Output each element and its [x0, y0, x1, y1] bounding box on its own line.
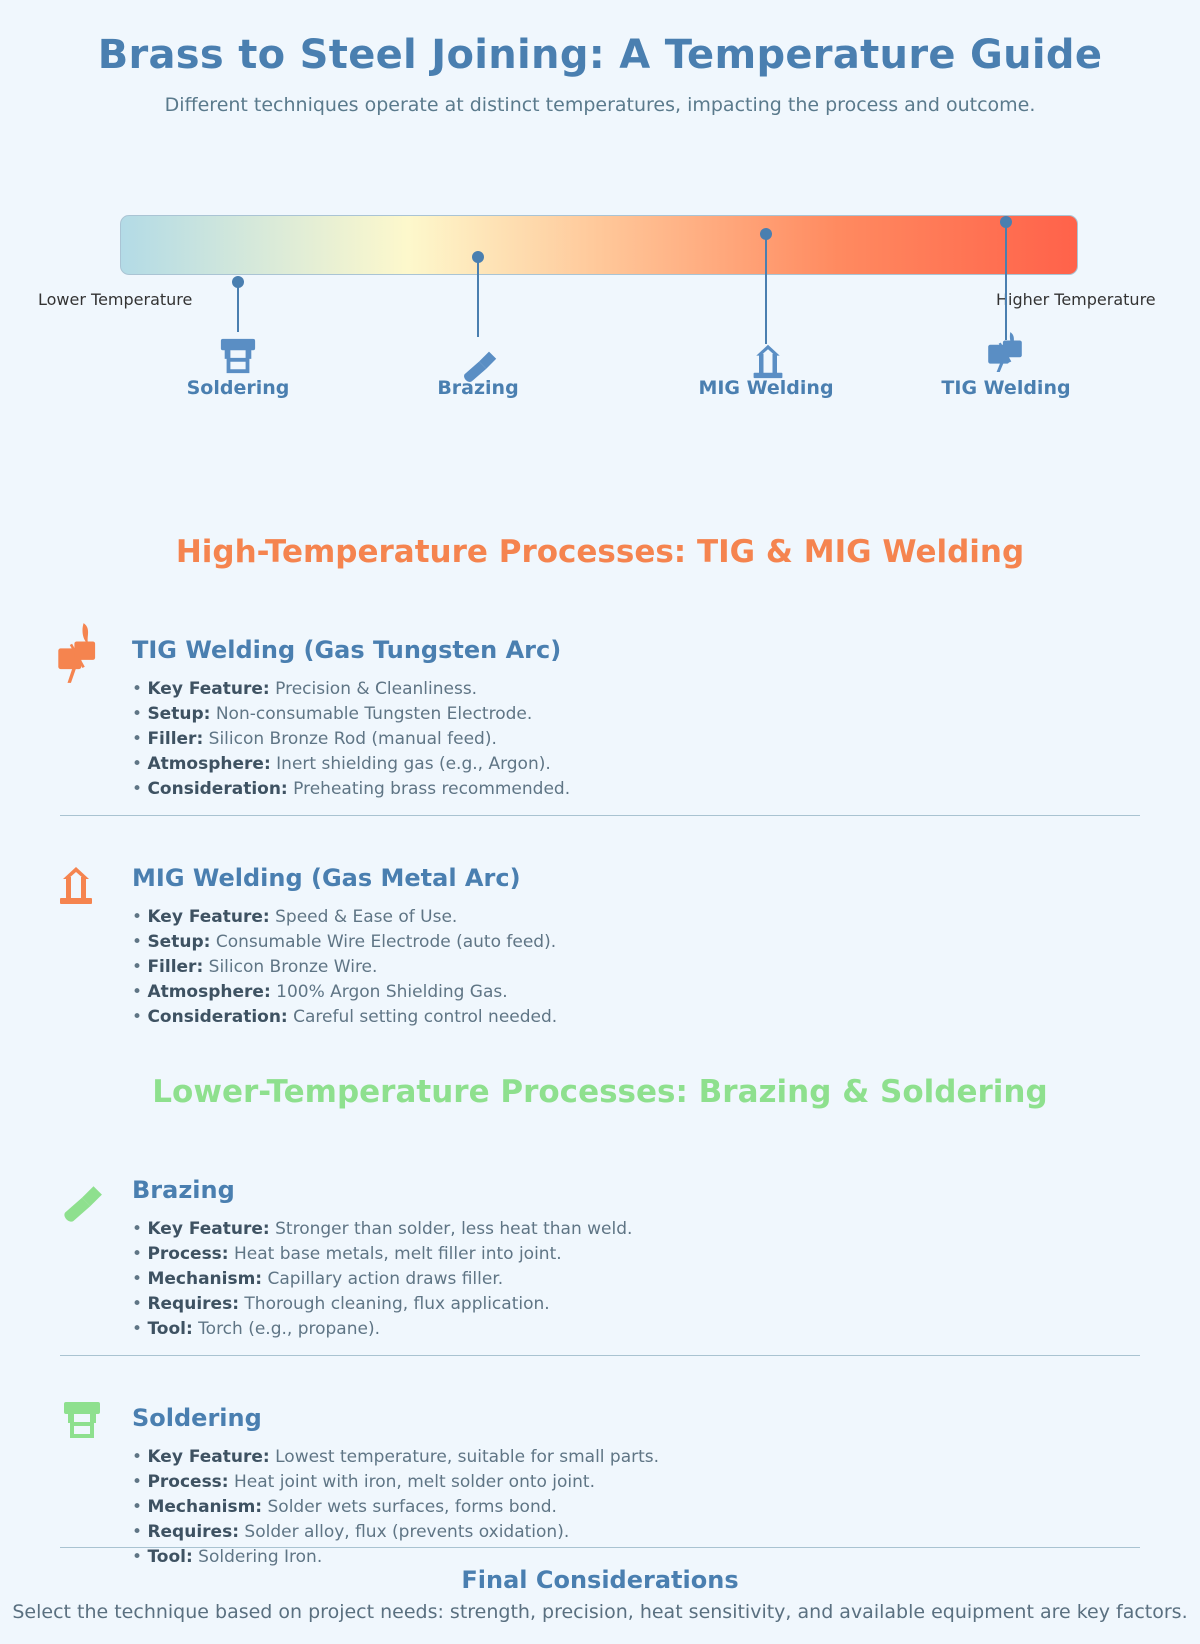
mig-detail-list: Key Feature: Speed & Ease of Use. Setup:…: [132, 905, 557, 1030]
mig-marker-stem: [765, 234, 767, 344]
final-considerations-title: Final Considerations: [461, 1566, 739, 1594]
tig-spark-icon: [58, 623, 96, 683]
list-item: Requires: Solder alloy, flux (prevents o…: [132, 1520, 659, 1545]
tig-marker-stem: [1005, 222, 1007, 340]
list-item: Mechanism: Solder wets surfaces, forms b…: [132, 1495, 659, 1520]
soldering-card-title: Soldering: [132, 1404, 262, 1432]
card-divider: [60, 815, 1140, 816]
mig-torch-icon: [56, 862, 96, 908]
soldering-marker-stem: [237, 282, 239, 332]
list-item: Consideration: Careful setting control n…: [132, 1005, 557, 1030]
list-item: Tool: Torch (e.g., propane).: [132, 1317, 632, 1342]
final-considerations-text: Select the technique based on project ne…: [12, 1601, 1188, 1623]
list-item: Atmosphere: Inert shielding gas (e.g., A…: [132, 752, 570, 777]
list-item: Atmosphere: 100% Argon Shielding Gas.: [132, 980, 557, 1005]
list-item: Filler: Silicon Bronze Rod (manual feed)…: [132, 727, 570, 752]
brazing-detail-list: Key Feature: Stronger than solder, less …: [132, 1217, 632, 1342]
tig-detail-list: Key Feature: Precision & Cleanliness. Se…: [132, 677, 570, 802]
scale-label-soldering: Soldering: [186, 377, 290, 399]
list-item: Process: Heat joint with iron, melt sold…: [132, 1470, 659, 1495]
temperature-gradient-bar: [120, 215, 1078, 275]
soldering-detail-list: Key Feature: Lowest temperature, suitabl…: [132, 1445, 659, 1570]
soldering-iron-icon: [62, 1400, 102, 1440]
page-subtitle: Different techniques operate at distinct…: [164, 94, 1036, 116]
final-divider: [60, 1547, 1140, 1548]
list-item: Key Feature: Stronger than solder, less …: [132, 1217, 632, 1242]
scale-label-mig-welding: MIG Welding: [698, 377, 834, 399]
torch-icon: [62, 1182, 104, 1224]
list-item: Filler: Silicon Bronze Wire.: [132, 955, 557, 980]
list-item: Mechanism: Capillary action draws filler…: [132, 1267, 632, 1292]
list-item: Requires: Thorough cleaning, flux applic…: [132, 1292, 632, 1317]
list-item: Process: Heat base metals, melt filler i…: [132, 1242, 632, 1267]
brazing-card-title: Brazing: [132, 1176, 235, 1204]
list-item: Consideration: Preheating brass recommen…: [132, 777, 570, 802]
list-item: Setup: Non-consumable Tungsten Electrode…: [132, 702, 570, 727]
mig-torch-icon: [750, 340, 786, 382]
list-item: Tool: Soldering Iron.: [132, 1545, 659, 1570]
list-item: Setup: Consumable Wire Electrode (auto f…: [132, 930, 557, 955]
card-divider: [60, 1355, 1140, 1356]
tig-card-title: TIG Welding (Gas Tungsten Arc): [132, 636, 562, 664]
list-item: Key Feature: Precision & Cleanliness.: [132, 677, 570, 702]
soldering-iron-icon: [219, 337, 257, 375]
higher-temperature-label: Higher Temperature: [996, 290, 1156, 309]
page-title: Brass to Steel Joining: A Temperature Gu…: [97, 32, 1103, 78]
lower-temperature-label: Lower Temperature: [38, 290, 193, 309]
scale-label-brazing: Brazing: [437, 377, 519, 399]
scale-label-tig-welding: TIG Welding: [941, 377, 1071, 399]
list-item: Key Feature: Lowest temperature, suitabl…: [132, 1445, 659, 1470]
brazing-marker-stem: [477, 257, 479, 337]
high-temperature-heading: High-Temperature Processes: TIG & MIG We…: [175, 534, 1025, 570]
lower-temperature-heading: Lower-Temperature Processes: Brazing & S…: [152, 1074, 1048, 1110]
tig-spark-icon: [984, 326, 1026, 376]
mig-card-title: MIG Welding (Gas Metal Arc): [132, 864, 521, 892]
list-item: Key Feature: Speed & Ease of Use.: [132, 905, 557, 930]
